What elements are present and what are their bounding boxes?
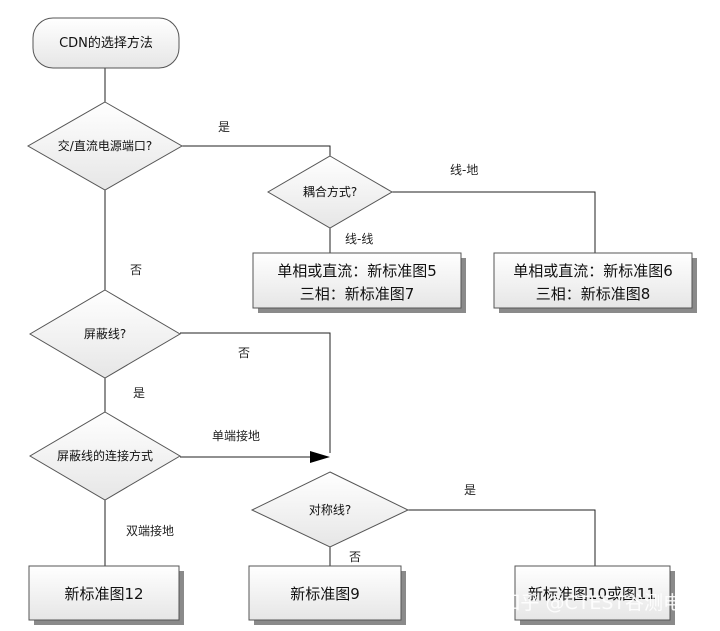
edge-labels: 是 否 线-地 线-线 否 是 单端接地 双端接地 是 否: [126, 120, 478, 564]
decision-port-label: 交/直流电源端口?: [58, 138, 152, 153]
decision-shield-connection-label: 屏蔽线的连接方式: [57, 448, 153, 463]
decision-coupling-label: 耦合方式?: [303, 184, 357, 199]
arrow-head: [310, 451, 330, 463]
decision-shielded: 屏蔽线?: [29, 289, 181, 379]
connectors: [104, 68, 596, 566]
decision-symmetric-label: 对称线?: [309, 503, 351, 517]
result-fig12: 新标准图12: [28, 565, 184, 625]
result-fig5-7-line1: 单相或直流：新标准图5: [277, 262, 437, 280]
result-fig9: 新标准图9: [248, 565, 406, 625]
result-fig9-label: 新标准图9: [290, 585, 360, 603]
edge-label-symmetric-yes: 是: [464, 483, 476, 497]
watermark: 知乎 @CTEST谷测电子: [501, 592, 701, 614]
edge-label-port-yes: 是: [218, 120, 230, 134]
result-fig6-8-line1: 单相或直流：新标准图6: [513, 262, 673, 280]
decision-shielded-label: 屏蔽线?: [84, 327, 126, 341]
edge-label-double-ground: 双端接地: [126, 523, 174, 538]
edge-label-symmetric-no: 否: [349, 550, 361, 564]
result-fig6-8-line2: 三相：新标准图8: [536, 285, 651, 303]
edge-label-single-ground: 单端接地: [212, 428, 260, 443]
result-fig12-label: 新标准图12: [64, 585, 143, 603]
decision-shield-connection: 屏蔽线的连接方式: [29, 411, 181, 501]
edge-label-line-line: 线-线: [345, 232, 373, 246]
result-fig10-11: 新标准图10或图11: [514, 565, 675, 625]
result-fig6-8: 单相或直流：新标准图6 三相：新标准图8: [493, 252, 697, 313]
result-fig5-7: 单相或直流：新标准图5 三相：新标准图7: [252, 252, 466, 313]
decision-symmetric: 对称线?: [250, 471, 410, 548]
decision-coupling: 耦合方式?: [267, 155, 393, 229]
edge-label-shielded-no: 否: [238, 346, 250, 360]
edge-label-port-no: 否: [130, 263, 142, 277]
result-fig5-7-line2: 三相：新标准图7: [300, 285, 415, 303]
start-node: CDN的选择方法: [32, 17, 180, 69]
result-fig10-11-label: 新标准图10或图11: [528, 585, 656, 603]
edge-label-shielded-yes: 是: [133, 386, 145, 400]
edge-label-line-ground: 线-地: [450, 163, 478, 177]
decision-port: 交/直流电源端口?: [26, 101, 184, 191]
start-label: CDN的选择方法: [59, 35, 153, 51]
